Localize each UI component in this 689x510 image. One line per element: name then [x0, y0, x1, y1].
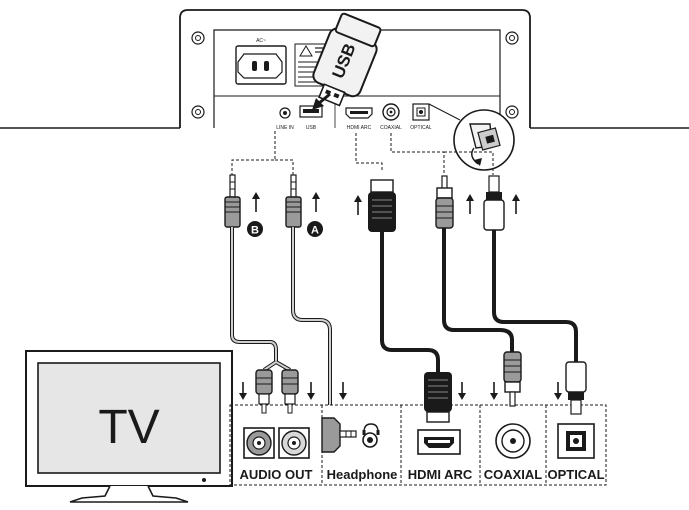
arrow-up-icon — [466, 194, 474, 214]
tv-coaxial-port — [495, 423, 531, 459]
marker-b-label: B — [251, 225, 259, 237]
arrow-down-icon — [458, 382, 466, 400]
arrow-down-icon — [339, 382, 347, 400]
hdmi-plug-top — [368, 179, 396, 232]
ac-label: AC~ — [256, 38, 266, 44]
screw-icon — [191, 105, 205, 119]
headphone-icon — [362, 423, 380, 435]
rca-plug-left — [255, 369, 273, 414]
headphone-jack — [362, 432, 378, 448]
tv-audio-out-jacks — [243, 427, 310, 459]
port-usb: USB — [299, 105, 323, 131]
optical-plug-top — [483, 175, 505, 231]
screw-icon — [505, 105, 519, 119]
usb-stick: USB — [312, 12, 382, 107]
tv-label: TV — [98, 401, 159, 454]
arrow-up-icon — [512, 194, 520, 214]
arrow-up-icon — [252, 192, 260, 212]
marker-a-badge: A — [307, 221, 323, 237]
jack-plug-a — [285, 174, 302, 228]
optical-plug-bottom — [565, 361, 587, 415]
tv-port-label-hdmi-arc: HDMI ARC — [408, 467, 473, 482]
port-line-in: LINE IN — [276, 107, 294, 131]
port-label-hdmi-arc: HDMI ARC — [347, 125, 372, 131]
tv-stand — [69, 485, 189, 503]
tv: TV — [25, 350, 233, 503]
marker-b-badge: B — [247, 221, 263, 237]
port-label-usb: USB — [306, 125, 317, 131]
jack-plug-b — [224, 174, 241, 228]
insert-arrow-icon — [312, 92, 331, 110]
tv-power-led — [202, 478, 206, 482]
arrow-down-icon — [554, 382, 562, 400]
pull-arrow-icon — [471, 147, 479, 165]
port-label-line-in: LINE IN — [276, 125, 294, 131]
arrow-down-icon — [239, 382, 247, 400]
screw-icon — [191, 31, 205, 45]
arrow-up-icon — [312, 192, 320, 212]
port-label-optical: OPTICAL — [410, 125, 432, 131]
cable-wires — [230, 227, 578, 405]
coaxial-plug-top — [435, 175, 454, 229]
tv-screen — [37, 362, 221, 474]
tv-port-label-optical: OPTICAL — [547, 467, 604, 482]
tv-port-label-headphone: Headphone — [327, 467, 398, 482]
tv-optical-port — [557, 423, 595, 459]
rca-plug-right — [281, 369, 299, 414]
tv-port-label-coaxial: COAXIAL — [484, 467, 543, 482]
optical-cap-inset — [428, 103, 515, 171]
coaxial-plug-bottom — [503, 351, 522, 407]
hdmi-plug-bottom — [424, 372, 452, 423]
tv-port-label-audio-out: AUDIO OUT — [240, 467, 313, 482]
arrow-down-icon — [490, 382, 498, 400]
headphone-plug — [321, 417, 357, 453]
port-label-coaxial: COAXIAL — [380, 125, 402, 131]
port-coaxial: COAXIAL — [380, 103, 402, 131]
port-hdmi-arc: HDMI ARC — [345, 107, 373, 131]
ac-socket — [235, 45, 287, 85]
screw-icon — [505, 31, 519, 45]
warning-triangle-icon — [299, 45, 313, 57]
arrow-down-icon — [307, 382, 315, 400]
guide-lines — [231, 131, 494, 175]
port-optical: OPTICAL — [410, 103, 432, 131]
marker-a-label: A — [311, 225, 319, 237]
tv-hdmi-port — [417, 429, 461, 455]
arrow-up-icon — [354, 195, 362, 215]
